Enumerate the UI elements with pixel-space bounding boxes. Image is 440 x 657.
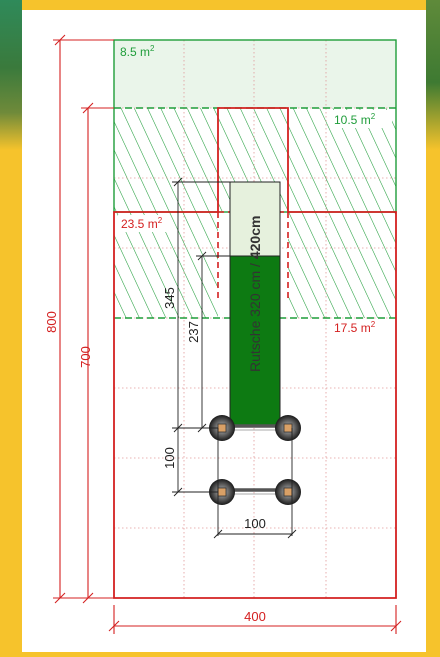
dimension-100-vertical-label: 100 [162,447,177,469]
dimension-237-label: 237 [186,321,201,343]
slide-label: Rutsche 320 cm / 420cm [247,216,263,372]
dimension-800 [53,34,114,604]
platform-upper [209,415,301,441]
dimension-400-label: 400 [244,609,266,624]
top-zone-fill [114,40,396,108]
dimension-700 [81,102,114,604]
dimension-237 [196,251,230,433]
plan-card: Rutsche 320 cm / 420cm [22,10,426,652]
dimension-700-label: 700 [78,346,93,368]
dimension-100-horizontal-label: 100 [244,516,266,531]
dimension-100-vertical [172,428,218,497]
background-photo-right [426,0,440,150]
dimension-100-horizontal [213,529,297,539]
area-label-upper-hatch: 10.5 m2 [334,112,376,127]
area-label-left-bg [118,215,168,232]
area-label-upper-bg [330,110,392,128]
red-safety-boundary [113,107,397,599]
area-label-left-hatch: 23.5 m2 [121,216,163,231]
area-label-right-hatch: 17.5 m2 [334,320,376,335]
dimension-800-label: 800 [44,311,59,333]
slide-top-section [229,181,281,257]
dimension-345-label: 345 [162,287,177,309]
hatch-zone-right [288,212,396,318]
dimension-345 [172,177,230,433]
dimension-400 [108,605,402,634]
platform-lower [209,479,301,505]
playground-plan-diagram: Rutsche 320 cm / 420cm [44,34,402,634]
area-label-top: 8.5 m2 [120,44,155,59]
background-photo-left [0,0,22,150]
slide-bottom-section [229,255,281,427]
